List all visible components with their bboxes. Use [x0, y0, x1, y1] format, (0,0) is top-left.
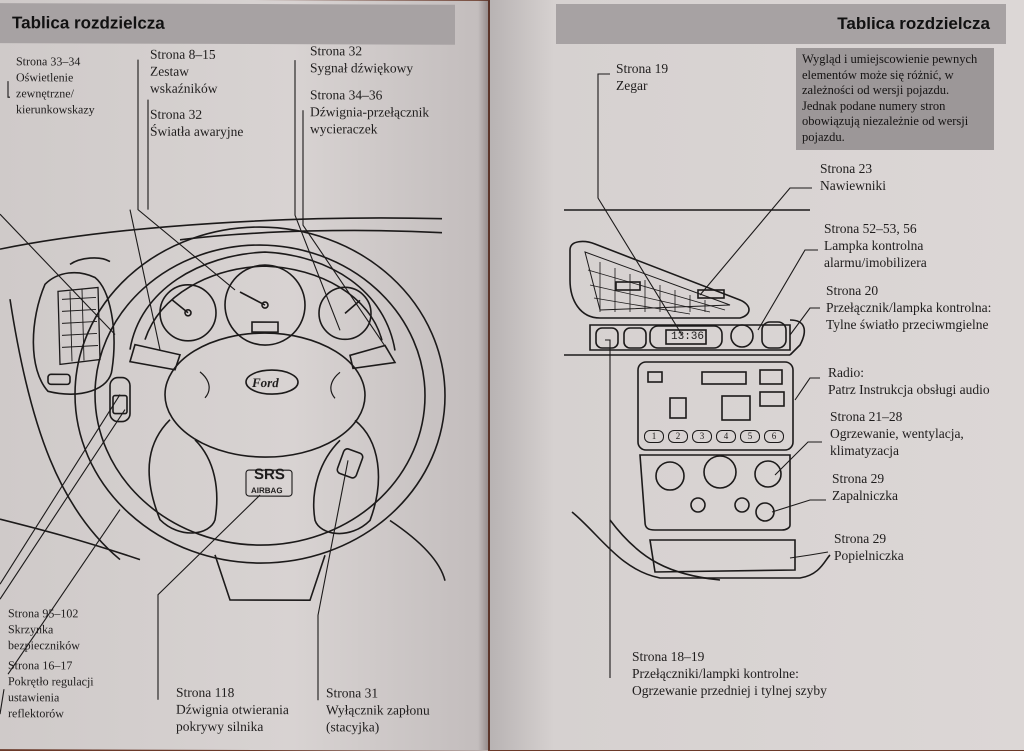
callout-desc: Nawiewniki: [820, 178, 886, 193]
callout-desc: Skrzynka: [8, 622, 54, 637]
callout-instrument-cluster: Strona 8–15 Zestaw wskaźników: [150, 46, 218, 97]
note-line: obowiązują niezależnie od wersji: [802, 114, 969, 128]
callout-page: Radio:: [828, 365, 864, 380]
callout-heated-windows: Strona 18–19 Przełączniki/lampki kontrol…: [632, 648, 827, 699]
callout-desc: klimatyzacja: [830, 443, 899, 458]
callout-page: Strona 18–19: [632, 649, 705, 664]
callout-desc: Zapalniczka: [832, 488, 898, 503]
callout-alarm-lamp: Strona 52–53, 56 Lampka kontrolna alarmu…: [824, 220, 927, 271]
airbag-label: AIRBAG: [251, 486, 283, 496]
note-line: Wygląd i umiejscowienie pewnych: [802, 52, 978, 66]
callout-page: Strona 118: [176, 684, 235, 700]
radio-preset-button: 5: [740, 430, 760, 443]
callout-desc: wycieraczek: [310, 121, 378, 137]
callout-vents: Strona 23 Nawiewniki: [820, 160, 886, 194]
note-line: elementów może się różnić, w: [802, 67, 954, 82]
note-line: zależności od wersji pojazdu.: [802, 83, 950, 97]
callout-desc: Patrz Instrukcja obsługi audio: [828, 382, 990, 397]
callout-ashtray: Strona 29 Popielniczka: [834, 530, 904, 564]
callout-page: Strona 34–36: [310, 87, 383, 103]
callout-desc: Światła awaryjne: [150, 123, 244, 139]
callout-desc: Dźwignia otwierania: [176, 701, 289, 718]
callout-desc: Popielniczka: [834, 548, 904, 563]
note-line: pojazdu.: [802, 129, 845, 144]
callout-desc: Pokrętło regulacji: [8, 674, 94, 689]
callout-desc: Dźwignia-przełącznik: [310, 104, 430, 120]
callout-page: Strona 8–15: [150, 46, 216, 62]
callout-page: Strona 32: [310, 43, 363, 59]
version-note: Wygląd i umiejscowienie pewnych elementó…: [796, 48, 994, 150]
callout-page: Strona 31: [326, 685, 379, 701]
callout-fuse-box: Strona 95–102 Skrzynka bezpieczników: [8, 605, 80, 653]
radio-preset-button: 2: [668, 430, 688, 443]
radio-preset-button: 6: [764, 430, 784, 443]
srs-label: SRS: [254, 466, 285, 484]
callout-bonnet-release: Strona 118 Dźwignia otwierania pokrywy s…: [176, 684, 289, 735]
note-line: Jednak podane numery stron: [802, 98, 946, 113]
callout-desc: Tylne światło przeciwmgielne: [826, 317, 989, 332]
callout-page: Strona 32: [150, 106, 203, 122]
callout-page: Strona 29: [832, 471, 885, 486]
callout-desc: Zestaw: [150, 63, 189, 79]
callout-desc: alarmu/imobilizera: [824, 255, 927, 270]
steering-wheel-illustration: [0, 59, 446, 715]
radio-preset-button: 4: [716, 430, 736, 443]
right-page: Tablica rozdzielcza Wygląd i umiejscowie…: [490, 0, 1024, 750]
radio-preset-button: 3: [692, 430, 712, 443]
callout-radio: Radio: Patrz Instrukcja obsługi audio: [828, 364, 990, 398]
callout-hazard-lights: Strona 32 Światła awaryjne: [150, 106, 243, 140]
callout-desc: (stacyjka): [326, 719, 380, 735]
clock-display: 13:36: [671, 331, 705, 343]
callout-desc: Zegar: [616, 78, 648, 93]
callout-desc: Ogrzewanie przedniej i tylnej szyby: [632, 683, 827, 698]
callout-desc: Ogrzewanie, wentylacja,: [830, 426, 964, 441]
callout-lighter: Strona 29 Zapalniczka: [832, 470, 898, 504]
callout-headlamp-leveling: Strona 16–17 Pokrętło regulacji ustawien…: [8, 657, 94, 721]
callout-desc: Sygnał dźwiękowy: [310, 60, 414, 76]
callout-page: Strona 21–28: [830, 409, 903, 424]
callout-page: Strona 29: [834, 531, 887, 546]
callout-desc: ustawienia: [8, 690, 60, 705]
callout-page: Strona 20: [826, 283, 879, 298]
radio-preset-button: 1: [644, 430, 664, 443]
right-page-header: Tablica rozdzielcza: [556, 4, 1006, 44]
callout-wiper-stalk: Strona 34–36 Dźwignia-przełącznik wycier…: [310, 86, 429, 137]
callout-ignition: Strona 31 Wyłącznik zapłonu (stacyjka): [326, 684, 430, 735]
callout-page: Strona 33–34: [16, 54, 81, 69]
callout-clock: Strona 19 Zegar: [616, 60, 668, 94]
radio-preset-row: 1 2 3 4 5 6: [644, 430, 784, 443]
callout-page: Strona 52–53, 56: [824, 221, 917, 236]
left-page: Tablica rozdzielcza: [0, 0, 488, 751]
callout-lighting: Strona 33–34 Oświetlenie zewnętrzne/ kie…: [16, 53, 95, 117]
callout-desc: Oświetlenie: [16, 70, 74, 85]
callout-desc: Lampka kontrolna: [824, 238, 924, 253]
callout-desc: pokrywy silnika: [176, 718, 264, 735]
callout-page: Strona 16–17: [8, 658, 73, 673]
callout-desc: zewnętrzne/: [16, 86, 74, 101]
callout-page: Strona 95–102: [8, 606, 79, 621]
callout-desc: Przełączniki/lampki kontrolne:: [632, 666, 799, 681]
ford-logo: Ford: [252, 375, 279, 391]
callout-page: Strona 23: [820, 161, 873, 176]
callout-rear-fog: Strona 20 Przełącznik/lampka kontrolna: …: [826, 282, 991, 333]
callout-desc: wskaźników: [150, 80, 218, 96]
center-console-illustration: [564, 73, 831, 678]
callout-desc: bezpieczników: [8, 638, 80, 653]
callout-desc: reflektorów: [8, 706, 64, 721]
callout-desc: kierunkowskazy: [16, 102, 95, 117]
callout-desc: Przełącznik/lampka kontrolna:: [826, 300, 992, 315]
callout-climate: Strona 21–28 Ogrzewanie, wentylacja, kli…: [830, 408, 964, 459]
callout-desc: Wyłącznik zapłonu: [326, 702, 430, 718]
callout-page: Strona 19: [616, 61, 669, 76]
callout-horn: Strona 32 Sygnał dźwiękowy: [310, 42, 413, 76]
